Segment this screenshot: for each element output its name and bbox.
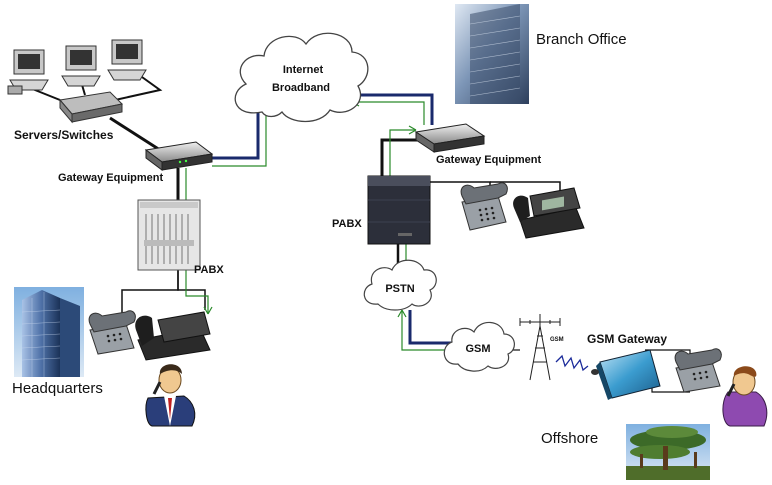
switch-icon [59, 91, 124, 124]
trunk-line-branch [352, 93, 434, 125]
ip-phone-icon [135, 311, 211, 361]
desk-phone-icon [460, 182, 508, 231]
pabx-branch-label: PABX [332, 218, 362, 230]
antenna-icon [519, 314, 561, 381]
server-icon [7, 39, 147, 95]
gateway-hq-label: Gateway Equipment [58, 172, 163, 184]
headquarters-label: Headquarters [12, 380, 103, 397]
connections [29, 71, 691, 393]
branch-office-label: Branch Office [536, 31, 627, 48]
internet-label-line1: Internet [283, 64, 324, 76]
person-icon [145, 364, 196, 427]
gsm-gateway-label: GSM Gateway [587, 332, 667, 346]
cloud-icon [443, 321, 515, 372]
ip-phone-icon [513, 187, 585, 239]
offshore-label: Offshore [541, 430, 598, 447]
servers-switches-label: Servers/Switches [14, 128, 114, 142]
device-brand-label: GSM [550, 337, 564, 343]
gsm-gateway-icon [591, 349, 661, 400]
person-icon [722, 366, 768, 427]
trunk-line-hq [205, 112, 260, 160]
tree-icon [626, 424, 710, 480]
building-icon [455, 4, 529, 104]
cloud-icon [234, 32, 369, 123]
pabx-icon [367, 175, 431, 245]
pabx-icon [137, 199, 201, 271]
desk-phone-icon [88, 310, 136, 355]
gateway-icon [144, 141, 214, 171]
building-icon [14, 287, 84, 377]
gsm-label: GSM [465, 343, 490, 355]
internet-label-line2: Broadband [272, 82, 330, 94]
pabx-hq-label: PABX [194, 264, 224, 276]
pstn-label: PSTN [385, 283, 414, 295]
cloud-icon [363, 259, 437, 311]
gateway-icon [414, 123, 486, 153]
desk-phone-icon [674, 348, 722, 393]
gateway-branch-label: Gateway Equipment [436, 154, 541, 166]
